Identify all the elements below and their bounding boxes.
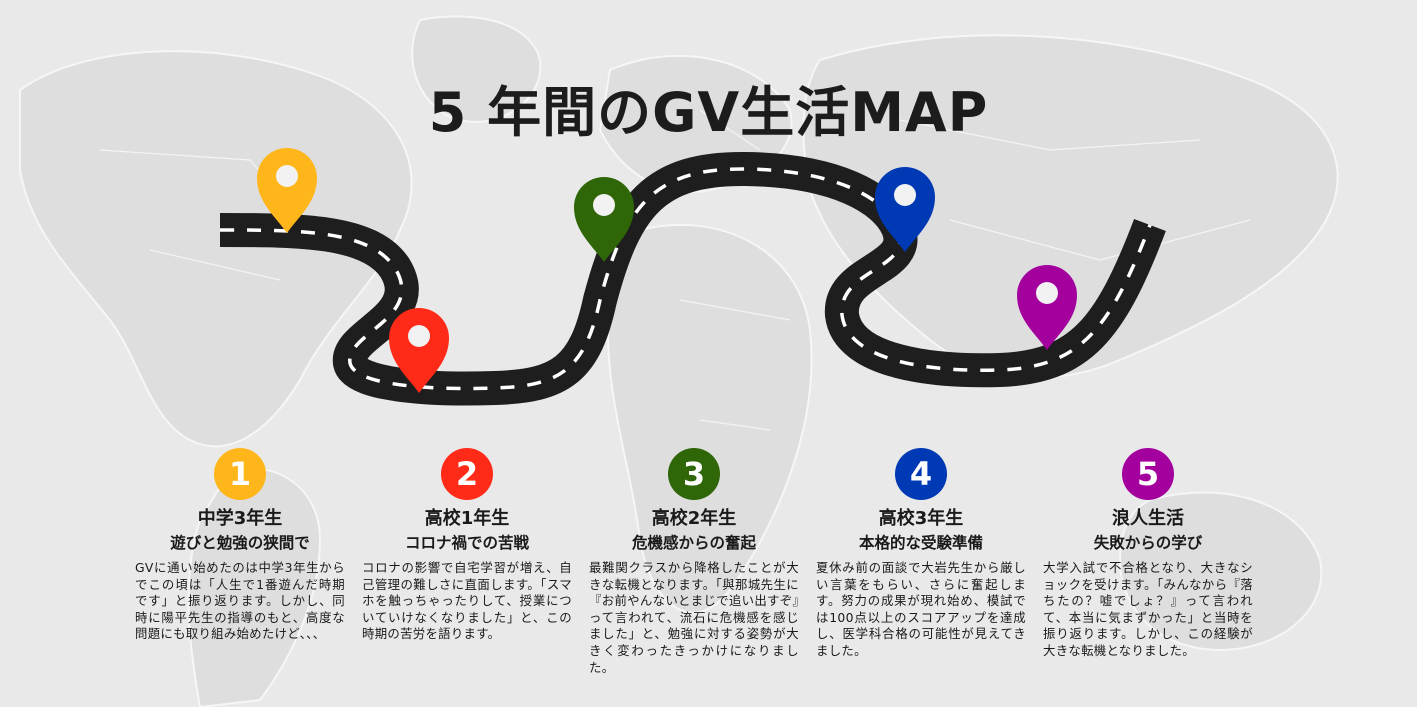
- stage-theme: 遊びと勉強の狭間で: [170, 534, 310, 552]
- road: [219, 151, 1166, 406]
- map-pin-icon: [257, 148, 317, 233]
- map-landmass-north-america: [19, 50, 413, 448]
- map-landmass-australia: [1118, 491, 1323, 652]
- stage-number-badge: 4: [895, 448, 947, 500]
- stage-year: 高校1年生: [424, 508, 510, 529]
- stage-4: 4 高校3年生 本格的な受験準備 夏休み前の面談で大岩先生から厳しい言葉をもらい…: [816, 448, 1026, 660]
- stage-theme: 本格的な受験準備: [858, 534, 983, 552]
- stage-description: GVに通い始めたのは中学3年生からでこの頃は「人生で1番遊んだ時期です」と振り返…: [135, 560, 345, 642]
- stage-year: 浪人生活: [1112, 508, 1184, 529]
- map-border-line: [99, 109, 1251, 431]
- stage-theme: コロナ禍での苦戦: [404, 534, 529, 552]
- stage-description: 夏休み前の面談で大岩先生から厳しい言葉をもらい、さらに奮起します。努力の成果が現…: [816, 560, 1026, 658]
- map-pin-icon: [1017, 265, 1077, 350]
- stage-year: 中学3年生: [197, 508, 283, 529]
- map-pin-icon: [389, 308, 449, 393]
- map-pin-icon: [574, 177, 634, 262]
- stage-description: 最難関クラスから降格したことが大きな転機となります。「與那城先生に『お前やんない…: [589, 560, 799, 675]
- stage-2: 2 高校1年生 コロナ禍での苦戦 コロナの影響で自宅学習が増え、自己管理の難しさ…: [362, 448, 572, 643]
- stage-theme: 危機感からの奮起: [631, 534, 756, 552]
- stage-number-badge: 2: [441, 448, 493, 500]
- map-landmass-africa: [607, 223, 813, 614]
- road-center-line: [219, 167, 1152, 391]
- stage-number-badge: 3: [668, 448, 720, 500]
- stage-1: 1 中学3年生 遊びと勉強の狭間で GVに通い始めたのは中学3年生からでこの頃は…: [135, 448, 345, 643]
- stage-3: 3 高校2年生 危機感からの奮起 最難関クラスから降格したことが大きな転機となり…: [589, 448, 799, 676]
- stage-description: コロナの影響で自宅学習が増え、自己管理の難しさに直面します。「スマホを触っちゃっ…: [362, 560, 572, 642]
- stage-theme: 失敗からの学び: [1093, 534, 1203, 552]
- stage-year: 高校3年生: [878, 508, 964, 529]
- map-landmass-asia: [802, 34, 1339, 379]
- map-pin-icon: [875, 167, 935, 252]
- stage-number-badge: 5: [1122, 448, 1174, 500]
- stage-5: 5 浪人生活 失敗からの学び 大学入試で不合格となり、大きなショックを受けます。…: [1043, 448, 1253, 660]
- stage-year: 高校2年生: [651, 508, 737, 529]
- stage-number-badge: 1: [214, 448, 266, 500]
- map-landmass-south-america: [187, 467, 322, 707]
- map-landmass-greenland: [411, 15, 542, 123]
- stage-description: 大学入試で不合格となり、大きなショックを受けます。「みんなから『落ちたの？嘘でし…: [1043, 560, 1253, 658]
- page-title: 5 年間のGV生活MAP: [428, 81, 989, 145]
